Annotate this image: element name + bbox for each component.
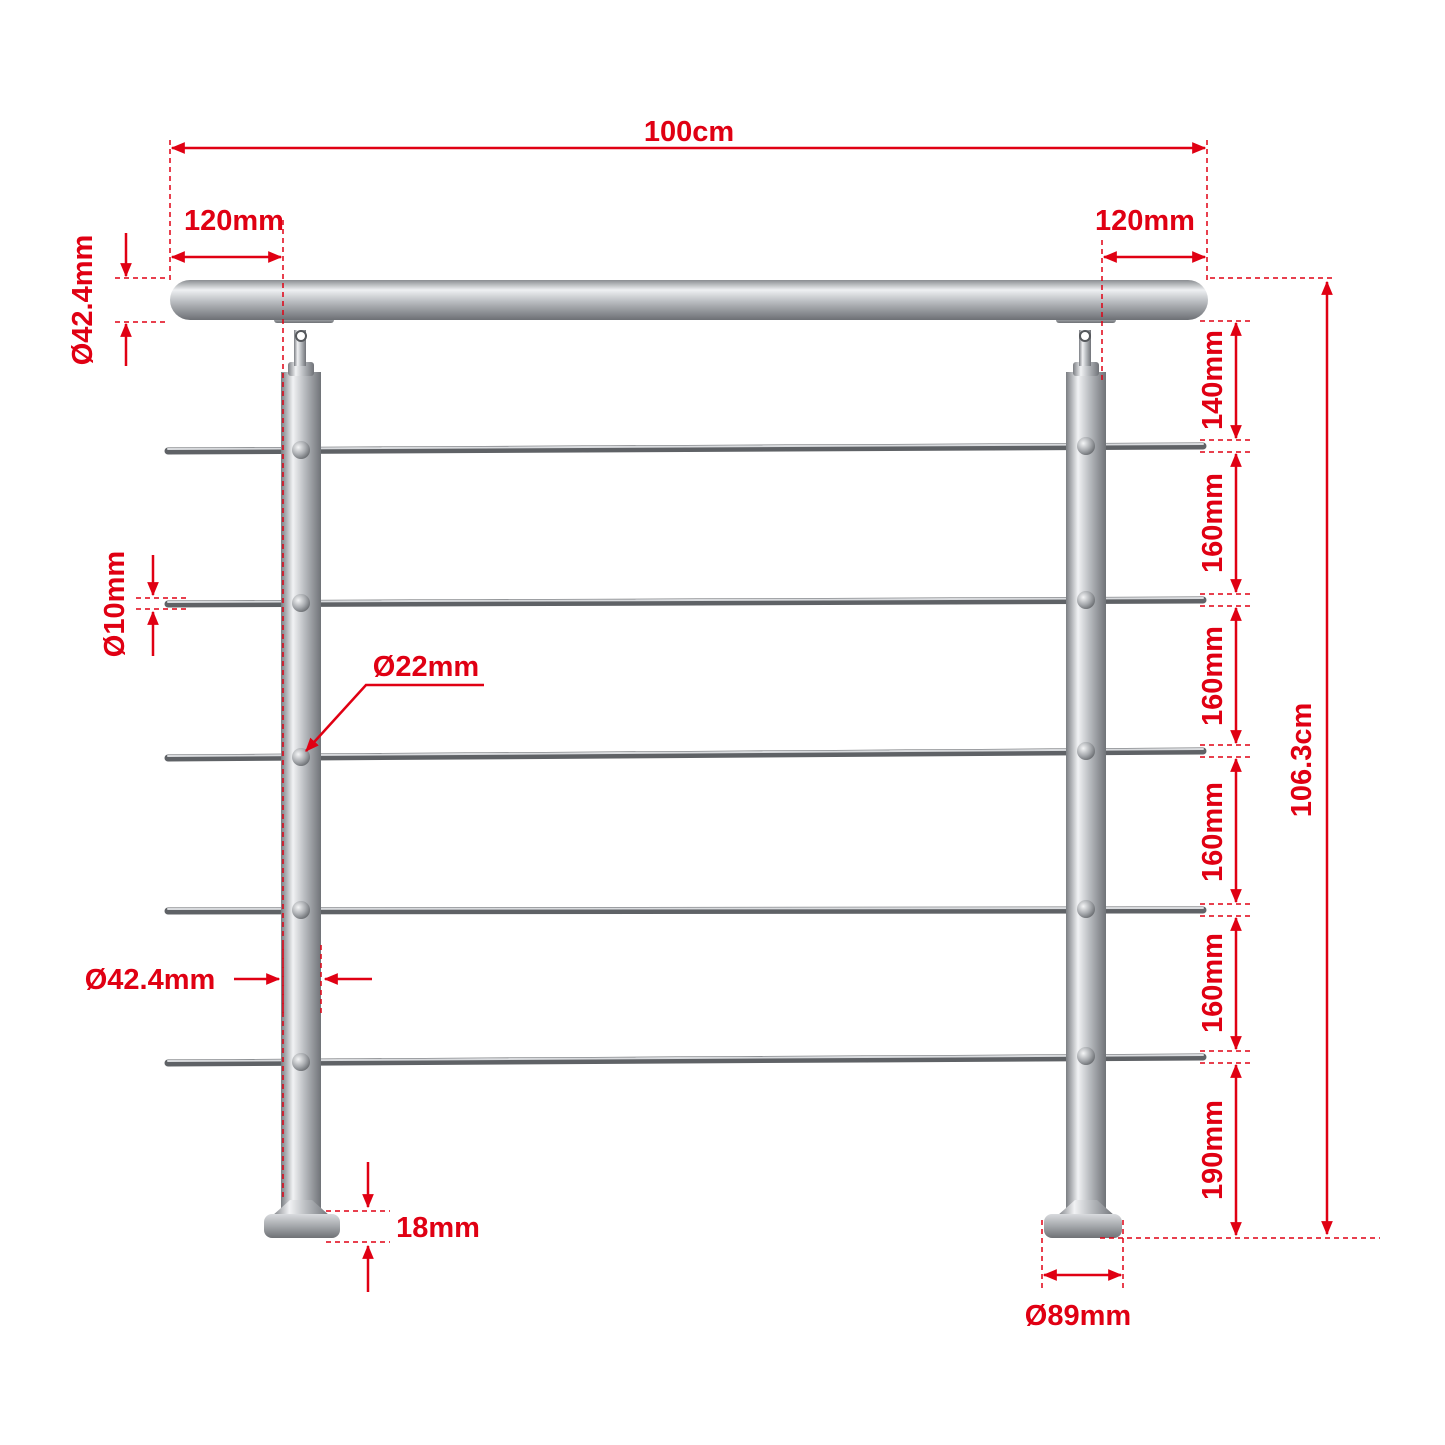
spacing-label-5: 160mm	[1197, 933, 1229, 1033]
bar-1	[164, 442, 1207, 455]
connector-knob	[292, 594, 310, 612]
total-height-label: 106.3cm	[1286, 703, 1318, 818]
connector-knob	[1077, 437, 1095, 455]
total-width-label: 100cm	[644, 116, 734, 148]
spacing-label-1: 140mm	[1197, 330, 1229, 430]
dimension-annotations: 100cm 120mm 120mm Ø42.4mm Ø10mm Ø22mm Ø4…	[67, 116, 1380, 1332]
spacing-label-2: 160mm	[1197, 473, 1229, 573]
base-diameter-label: Ø89mm	[1025, 1300, 1131, 1332]
left-post-base	[264, 1214, 340, 1238]
spacing-label-3: 160mm	[1197, 626, 1229, 726]
right-post	[1044, 315, 1122, 1238]
spacing-label-4: 160mm	[1197, 782, 1229, 882]
connector-knob	[1077, 591, 1095, 609]
bar-5	[164, 1053, 1207, 1067]
right-post-base	[1044, 1214, 1122, 1238]
bar-diameter-label: Ø10mm	[99, 551, 131, 657]
connector-knob	[292, 1053, 310, 1071]
overhang-right-label: 120mm	[1095, 205, 1195, 237]
left-post	[264, 315, 340, 1238]
post-diameter-label: Ø42.4mm	[85, 964, 216, 996]
connector-knob	[292, 748, 310, 766]
horizontal-bars	[164, 442, 1207, 1067]
connector-knob	[1077, 742, 1095, 760]
handrail	[170, 280, 1208, 320]
bar-4	[164, 906, 1207, 915]
overhang-left-label: 120mm	[184, 205, 284, 237]
connector-diameter-label: Ø22mm	[373, 651, 479, 683]
base-thickness-label: 18mm	[396, 1212, 480, 1244]
spacing-label-6: 190mm	[1197, 1100, 1229, 1200]
left-post-tube	[281, 372, 321, 1224]
right-post-tube	[1066, 372, 1106, 1224]
railing-structure	[164, 280, 1208, 1238]
handrail-diameter-label: Ø42.4mm	[67, 235, 99, 366]
connector-knob	[1077, 1047, 1095, 1065]
connector-knob	[292, 901, 310, 919]
bar-3	[164, 747, 1207, 762]
connector-knob	[1077, 900, 1095, 918]
bar-2	[164, 596, 1207, 608]
connector-knob	[292, 441, 310, 459]
